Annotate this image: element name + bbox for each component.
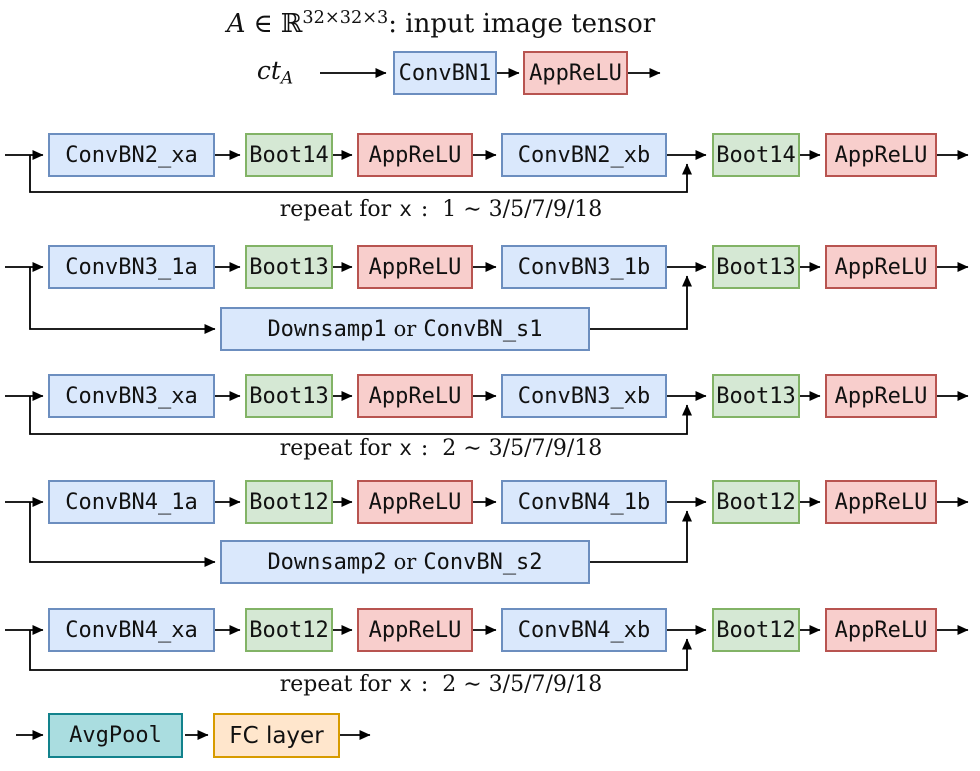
caption-variable: x bbox=[399, 197, 412, 221]
caption-variable: x bbox=[399, 436, 412, 460]
apprelu-box: AppReLU bbox=[825, 480, 937, 524]
boot13-b-box: Boot13 bbox=[712, 245, 800, 289]
convbn4-1b-box: ConvBN4_1b bbox=[501, 480, 667, 524]
convbn3-1b-box: ConvBN3_1b bbox=[501, 245, 667, 289]
apprelu-box: AppReLU bbox=[357, 245, 473, 289]
apprelu-box: AppReLU bbox=[357, 608, 473, 652]
tensor-variable: A bbox=[226, 8, 246, 39]
convbn4-xb-box: ConvBN4_xb bbox=[501, 608, 667, 652]
boot14-a-box: Boot14 bbox=[245, 133, 333, 177]
boot12-a-box: Boot12 bbox=[245, 608, 333, 652]
or-label: or bbox=[393, 317, 417, 341]
avgpool-box: AvgPool bbox=[48, 713, 183, 758]
apprelu-box: AppReLU bbox=[357, 374, 473, 418]
caption-text: repeat for bbox=[279, 672, 392, 697]
convbn3-1a-box: ConvBN3_1a bbox=[48, 245, 215, 289]
boot13-b-box: Boot13 bbox=[712, 374, 800, 418]
apprelu-stem-box: AppReLU bbox=[523, 51, 628, 95]
title-description: : input image tensor bbox=[388, 8, 656, 39]
convbn-s1-label: ConvBN_s1 bbox=[423, 316, 543, 342]
convbn4-xa-box: ConvBN4_xa bbox=[48, 608, 215, 652]
boot12-b-box: Boot12 bbox=[712, 608, 800, 652]
convbn2-xb-box: ConvBN2_xb bbox=[501, 133, 667, 177]
boot14-b-box: Boot14 bbox=[712, 133, 800, 177]
or-label: or bbox=[393, 550, 417, 574]
real-set-symbol: ℝ bbox=[280, 8, 303, 39]
convbn2-xa-box: ConvBN2_xa bbox=[48, 133, 215, 177]
convbn3-xa-box: ConvBN3_xa bbox=[48, 374, 215, 418]
caption-range: : 1 ∼ 3/5/7/9/18 bbox=[413, 197, 603, 222]
repeat-caption-block2: repeat for x : 1 ∼ 3/5/7/9/18 bbox=[280, 197, 603, 222]
caption-text: repeat for bbox=[279, 436, 392, 461]
diagram-title: A∈ℝ32×32×3: input image tensor bbox=[227, 8, 655, 39]
downsamp2-label: Downsamp2 bbox=[267, 549, 387, 575]
apprelu-box: AppReLU bbox=[825, 608, 937, 652]
downsamp1-label: Downsamp1 bbox=[267, 316, 387, 342]
element-of-symbol: ∈ bbox=[253, 8, 273, 39]
boot13-a-box: Boot13 bbox=[245, 374, 333, 418]
caption-text: repeat for bbox=[279, 197, 392, 222]
caption-range: : 2 ∼ 3/5/7/9/18 bbox=[413, 672, 603, 697]
fc-layer-box: FC layer bbox=[213, 713, 340, 758]
caption-variable: x bbox=[399, 672, 412, 696]
convbn-s2-label: ConvBN_s2 bbox=[423, 549, 543, 575]
apprelu-box: AppReLU bbox=[357, 133, 473, 177]
boot13-a-box: Boot13 bbox=[245, 245, 333, 289]
repeat-caption-block3: repeat for x : 2 ∼ 3/5/7/9/18 bbox=[280, 436, 603, 461]
convbn1-box: ConvBN1 bbox=[393, 51, 497, 95]
input-signal-label: ctA bbox=[257, 56, 293, 88]
apprelu-box: AppReLU bbox=[825, 374, 937, 418]
apprelu-box: AppReLU bbox=[357, 480, 473, 524]
boot12-a-box: Boot12 bbox=[245, 480, 333, 524]
ct-subscript: A bbox=[280, 68, 294, 89]
convbn4-1a-box: ConvBN4_1a bbox=[48, 480, 215, 524]
repeat-caption-block4: repeat for x : 2 ∼ 3/5/7/9/18 bbox=[280, 672, 603, 697]
boot12-b-box: Boot12 bbox=[712, 480, 800, 524]
apprelu-box: AppReLU bbox=[825, 133, 937, 177]
ct-label: ct bbox=[256, 56, 281, 85]
convbn3-xb-box: ConvBN3_xb bbox=[501, 374, 667, 418]
caption-range: : 2 ∼ 3/5/7/9/18 bbox=[413, 436, 603, 461]
apprelu-box: AppReLU bbox=[825, 245, 937, 289]
tensor-shape-superscript: 32×32×3 bbox=[302, 8, 389, 28]
